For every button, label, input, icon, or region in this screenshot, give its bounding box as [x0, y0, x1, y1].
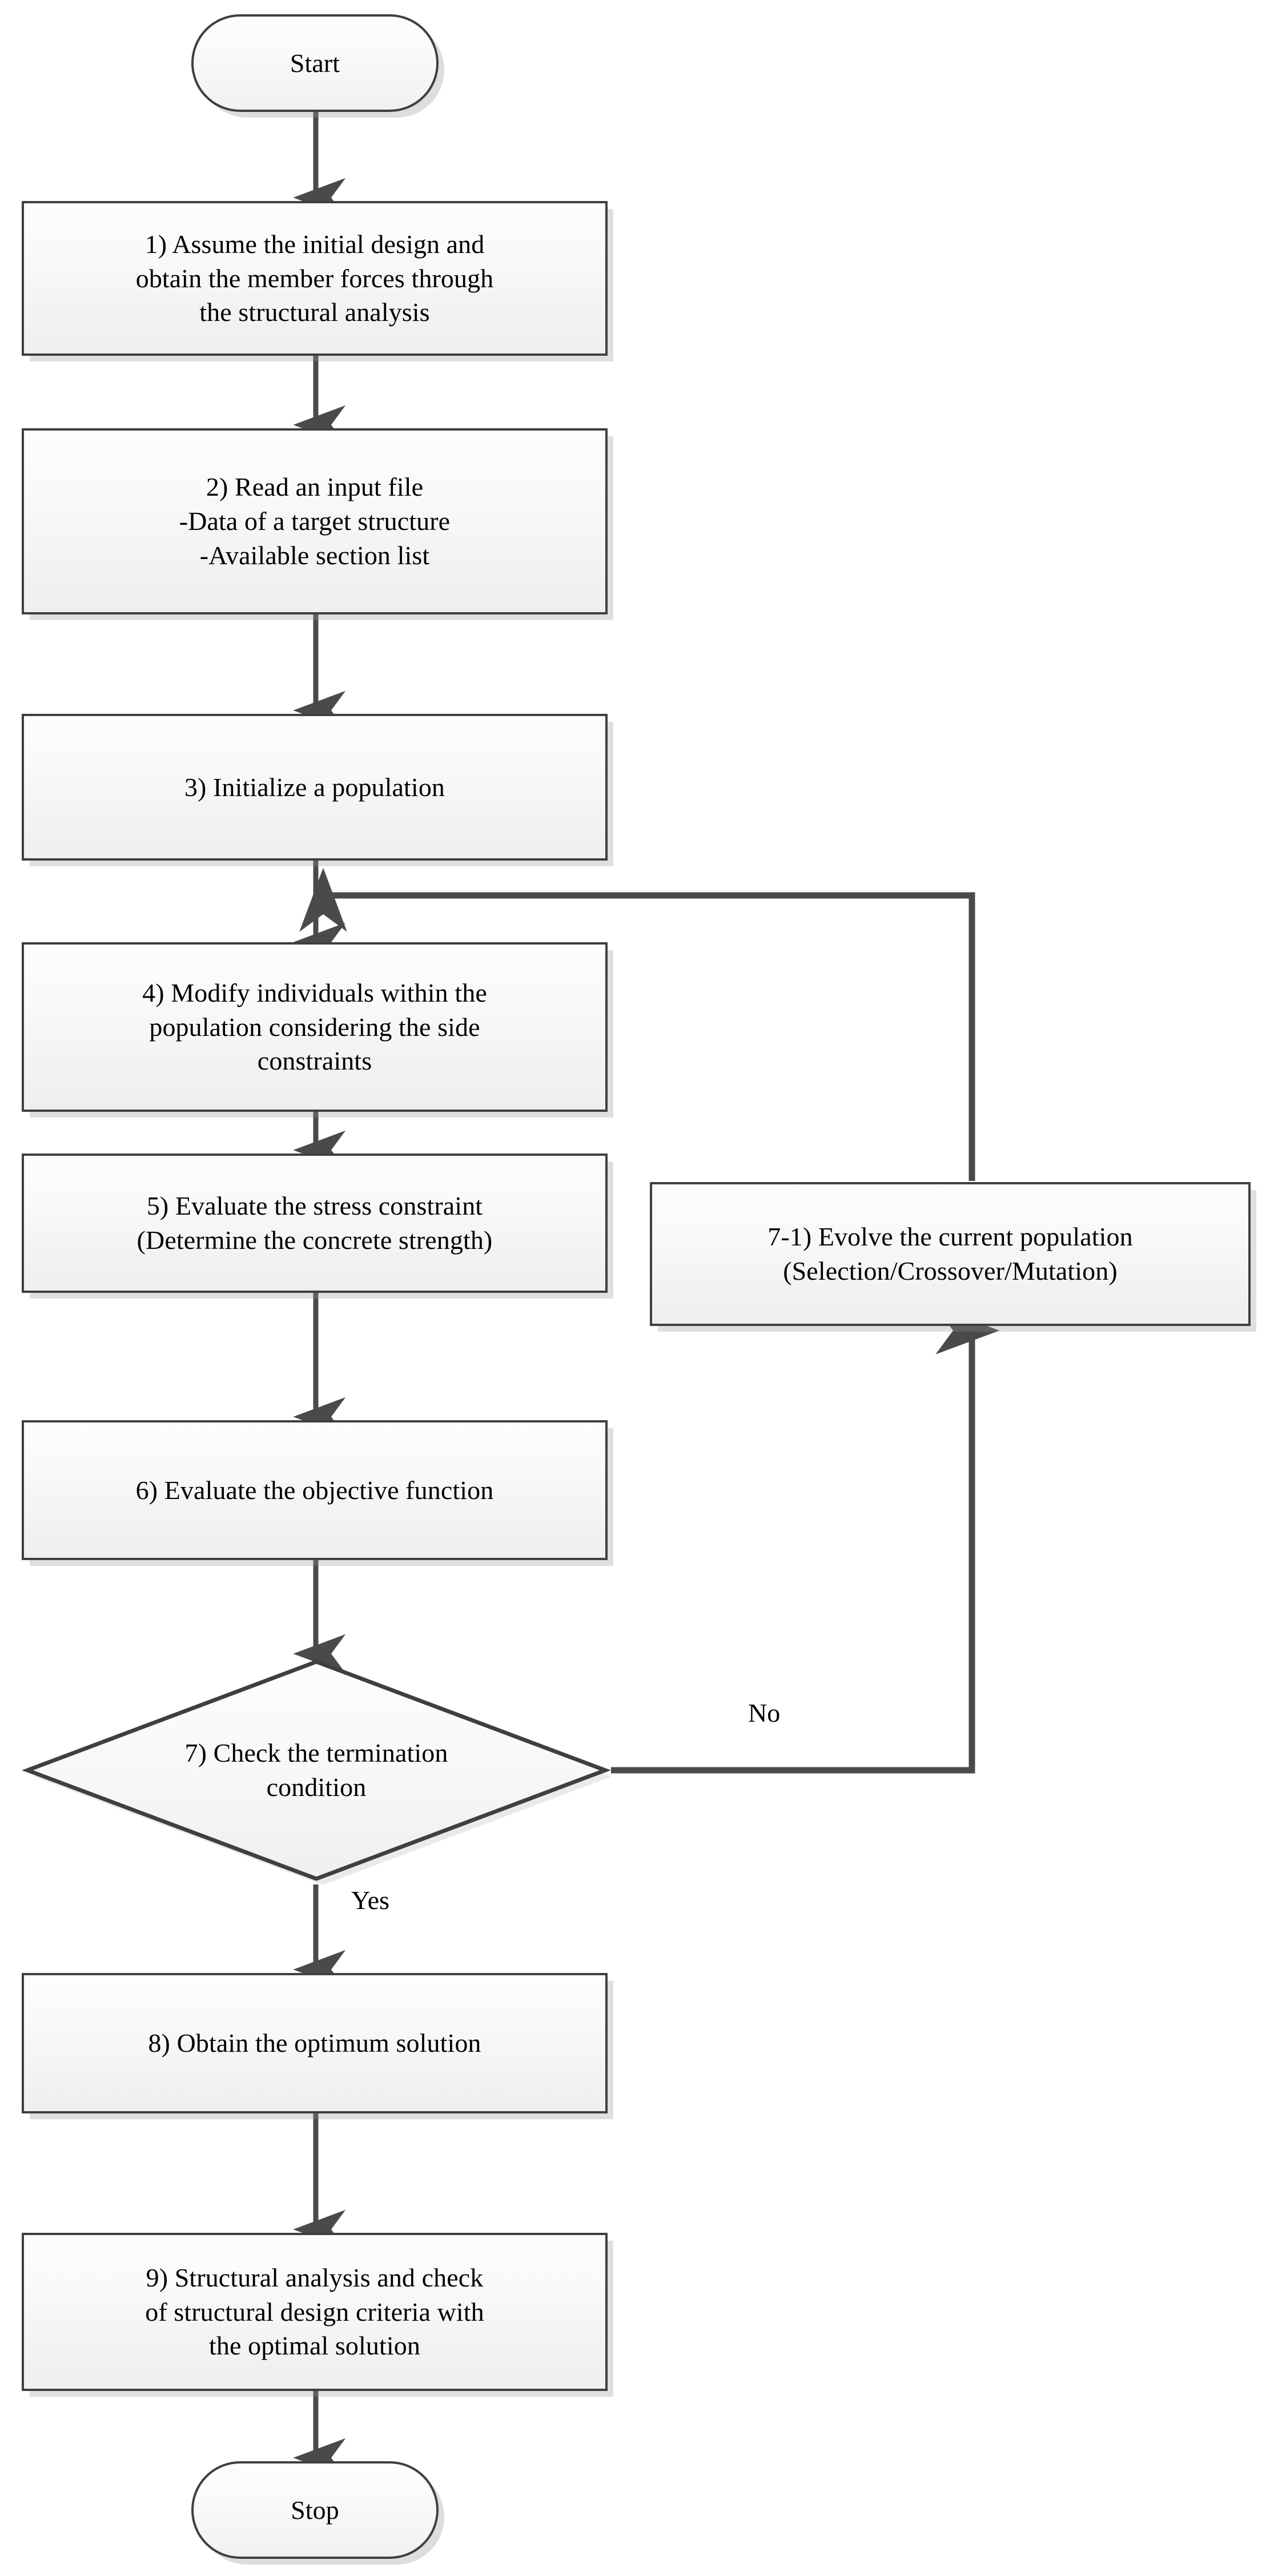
node-step4-label: 4) Modify individuals within the populat… — [142, 978, 487, 1076]
node-step9-label: 9) Structural analysis and check of stru… — [145, 2262, 484, 2361]
node-step6-label: 6) Evaluate the objective function — [135, 1475, 494, 1505]
node-step8-label: 8) Obtain the optimum solution — [148, 2028, 481, 2058]
node-step8[interactable]: 8) Obtain the optimum solution — [22, 1973, 608, 2113]
node-step1[interactable]: 1) Assume the initial design and obtain … — [22, 201, 608, 356]
node-step6[interactable]: 6) Evaluate the objective function — [22, 1420, 608, 1560]
edge-step71-to-step4-feedback — [299, 867, 975, 1181]
edge-step7-to-step71-no — [611, 1307, 1000, 1774]
edge-label-no: No — [748, 1698, 781, 1727]
decision-diamond-shape — [22, 1659, 611, 1884]
node-step2-label: 2) Read an input file -Data of a target … — [179, 472, 451, 570]
node-step7-label: 7) Check the termination condition — [184, 1738, 448, 1802]
node-step5-label: 5) Evaluate the stress constraint (Deter… — [136, 1191, 493, 1255]
node-start-label: Start — [290, 48, 340, 78]
node-step9[interactable]: 9) Structural analysis and check of stru… — [22, 2233, 608, 2391]
node-stop[interactable]: Stop — [191, 2461, 439, 2559]
node-start[interactable]: Start — [191, 14, 439, 112]
node-step3[interactable]: 3) Initialize a population — [22, 714, 608, 861]
node-stop-label: Stop — [291, 2495, 339, 2525]
node-step71[interactable]: 7-1) Evolve the current population (Sele… — [650, 1182, 1251, 1326]
node-step2[interactable]: 2) Read an input file -Data of a target … — [22, 428, 608, 614]
node-step3-label: 3) Initialize a population — [184, 772, 445, 802]
node-step71-label: 7-1) Evolve the current population (Sele… — [767, 1222, 1133, 1285]
node-step4[interactable]: 4) Modify individuals within the populat… — [22, 942, 608, 1112]
edge-label-yes: Yes — [351, 1886, 389, 1915]
node-step7[interactable]: 7) Check the termination condition — [22, 1656, 611, 1884]
node-step5[interactable]: 5) Evaluate the stress constraint (Deter… — [22, 1154, 608, 1293]
node-step1-label: 1) Assume the initial design and obtain … — [135, 229, 494, 327]
